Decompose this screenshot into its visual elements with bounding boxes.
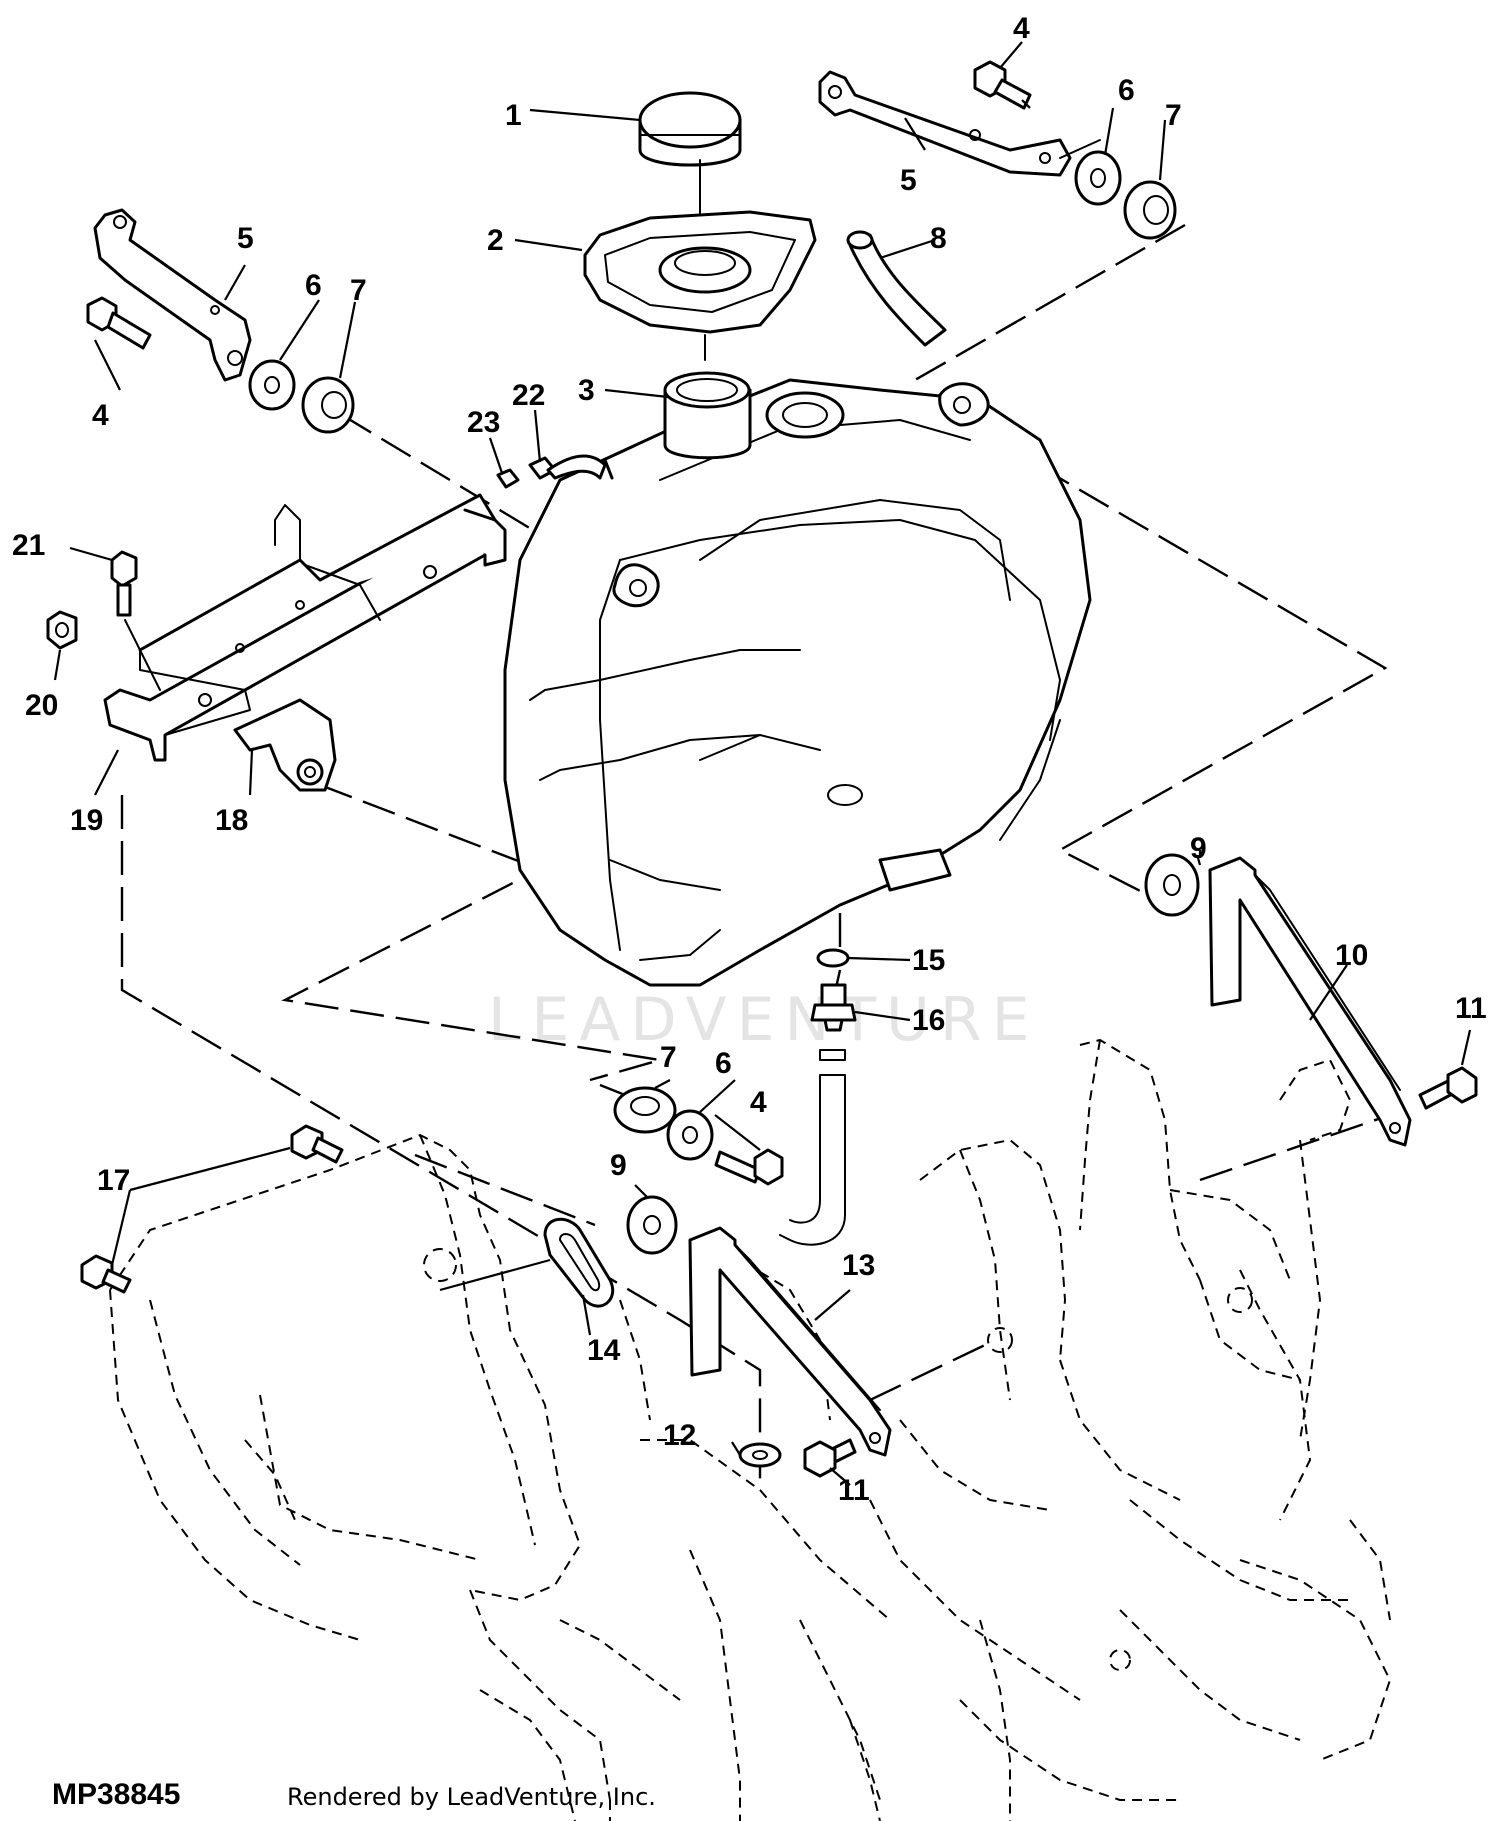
callout-5-upper: 5 <box>900 164 917 197</box>
bolt-upper-right <box>973 60 1032 110</box>
callout-16: 16 <box>912 1004 945 1037</box>
strap-right <box>818 70 1101 177</box>
watermark-text: LEADVENTURE <box>488 985 1040 1055</box>
callout-22: 22 <box>512 379 545 412</box>
vent-fitting-22 <box>528 454 607 480</box>
callout-6-lower: 6 <box>715 1047 732 1080</box>
washer-right-9 <box>1144 853 1200 917</box>
bolt-right-11 <box>1418 1066 1478 1110</box>
callout-4-upper: 4 <box>1013 12 1030 45</box>
vent-hose <box>846 230 947 347</box>
strap-left <box>93 208 252 382</box>
grommet <box>543 1217 615 1308</box>
callout-19: 19 <box>70 804 103 837</box>
bolt-left <box>86 296 152 350</box>
o-ring <box>816 948 850 968</box>
crossmember-19 <box>103 493 507 762</box>
washer-lower <box>666 1109 714 1161</box>
isolator-left <box>301 376 355 434</box>
callout-9-right: 9 <box>1190 832 1207 865</box>
washer-left <box>248 359 296 411</box>
callout-1: 1 <box>505 99 522 132</box>
callout-4-left: 4 <box>92 399 109 432</box>
callout-3: 3 <box>578 374 595 407</box>
bolt-lower <box>714 1148 784 1186</box>
leader-lines <box>53 41 1472 1486</box>
drain-valve <box>779 983 857 1246</box>
callout-10: 10 <box>1335 939 1368 972</box>
callout-2: 2 <box>487 224 504 257</box>
washer-upper-right <box>1074 150 1122 206</box>
callout-8: 8 <box>930 222 947 255</box>
drawing-number: MP38845 <box>52 1778 181 1811</box>
credit-text: Rendered by LeadVenture, Inc. <box>287 1783 656 1811</box>
callout-20: 20 <box>25 689 58 722</box>
callout-11-right: 11 <box>1455 992 1487 1025</box>
washer-lower-9 <box>626 1195 678 1255</box>
callout-6-upper: 6 <box>1118 74 1135 107</box>
callout-17: 17 <box>97 1164 130 1197</box>
bolt-lower-17 <box>80 1254 132 1294</box>
callout-6-left: 6 <box>305 269 322 302</box>
callout-23: 23 <box>467 406 500 439</box>
tractor-frame-ghost <box>109 1039 1391 1821</box>
callout-9-lower: 9 <box>610 1149 627 1182</box>
callout-7-upper: 7 <box>1165 99 1182 132</box>
callout-12: 12 <box>663 1419 696 1452</box>
nut-23 <box>496 468 520 489</box>
callout-7-left: 7 <box>350 274 367 307</box>
callout-7-lower: 7 <box>660 1041 677 1074</box>
washer-12 <box>738 1442 782 1468</box>
callout-13: 13 <box>842 1249 875 1282</box>
callout-21: 21 <box>12 529 45 562</box>
isolator-upper-right <box>1123 180 1177 240</box>
callout-14: 14 <box>587 1334 621 1367</box>
fuel-tank <box>503 371 1092 987</box>
callout-11-lower: 11 <box>838 1474 870 1507</box>
callout-5-left: 5 <box>237 222 254 255</box>
callout-18: 18 <box>215 804 248 837</box>
filler-tray <box>583 210 817 361</box>
nut-20 <box>46 610 78 650</box>
bolt-lower-11 <box>803 1438 857 1478</box>
bracket-lower <box>688 1226 892 1457</box>
callout-4-lower: 4 <box>750 1086 767 1119</box>
bracket-18 <box>233 698 337 792</box>
bolt-upper-17 <box>290 1124 344 1164</box>
isolator-lower <box>613 1086 677 1134</box>
callout-15: 15 <box>912 944 945 977</box>
bracket-right <box>1208 856 1412 1147</box>
bolt-21 <box>110 550 138 617</box>
